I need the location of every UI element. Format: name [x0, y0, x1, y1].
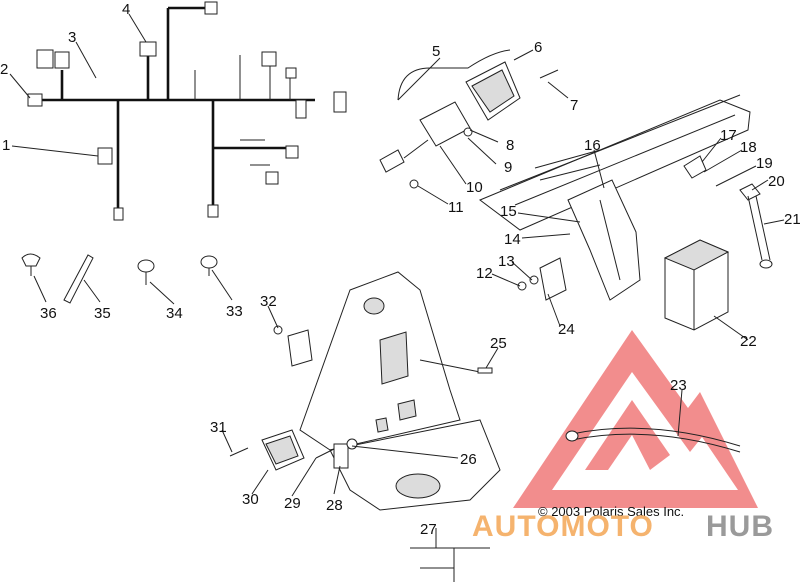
regulator-and-parts	[229, 325, 490, 582]
callout-30: 30	[242, 491, 259, 508]
callout-16: 16	[584, 137, 601, 154]
copyright-text: © 2003 Polaris Sales Inc.	[538, 504, 684, 519]
callout-31: 31	[210, 419, 227, 436]
callout-10: 10	[466, 179, 483, 196]
callout-15: 15	[500, 203, 517, 220]
watermark-text-hub: HUB	[706, 510, 774, 543]
mounting-plate	[299, 271, 501, 511]
callout-13: 13	[498, 253, 515, 270]
callout-2: 2	[0, 61, 8, 78]
watermark-logo	[513, 330, 758, 508]
watermark-text-automoto: AUTOMOTO	[472, 510, 654, 543]
tail-light-assembly	[379, 49, 559, 189]
callout-11: 11	[448, 199, 464, 216]
callout-33: 33	[226, 303, 243, 320]
callout-21: 21	[784, 211, 800, 228]
small-parts-row	[21, 253, 218, 304]
callout-20: 20	[768, 173, 785, 190]
callout-7: 7	[570, 97, 578, 114]
callout-25: 25	[490, 335, 507, 352]
callout-24: 24	[558, 321, 575, 338]
callout-5: 5	[432, 43, 440, 60]
battery-cable-and-terminals	[565, 155, 773, 453]
callout-34: 34	[166, 305, 183, 322]
callout-32: 32	[260, 293, 277, 310]
callout-22: 22	[740, 333, 757, 350]
callout-6: 6	[534, 39, 542, 56]
callout-17: 17	[720, 127, 737, 144]
callout-12: 12	[476, 265, 493, 282]
battery	[663, 239, 730, 331]
callout-35: 35	[94, 305, 111, 322]
wiring-harness	[27, 1, 347, 221]
callout-9: 9	[504, 159, 512, 176]
callout-labels: 1 2 3 4 5 6 7 8 9 10 11 12 13 14 15 16 1…	[0, 1, 800, 538]
callout-28: 28	[326, 497, 343, 514]
callout-23: 23	[670, 377, 687, 394]
callout-8: 8	[506, 137, 514, 154]
callout-26: 26	[460, 451, 477, 468]
callout-27: 27	[420, 521, 437, 538]
callout-36: 36	[40, 305, 57, 322]
callout-19: 19	[756, 155, 773, 172]
callout-1: 1	[2, 137, 10, 154]
leader-lines	[9, 13, 785, 548]
callout-14: 14	[504, 231, 521, 248]
callout-3: 3	[68, 29, 76, 46]
callout-18: 18	[740, 139, 757, 156]
callout-29: 29	[284, 495, 301, 512]
rear-frame	[479, 94, 751, 301]
callout-4: 4	[122, 1, 130, 18]
watermark-text: AUTOMOTO HUB	[472, 510, 774, 543]
